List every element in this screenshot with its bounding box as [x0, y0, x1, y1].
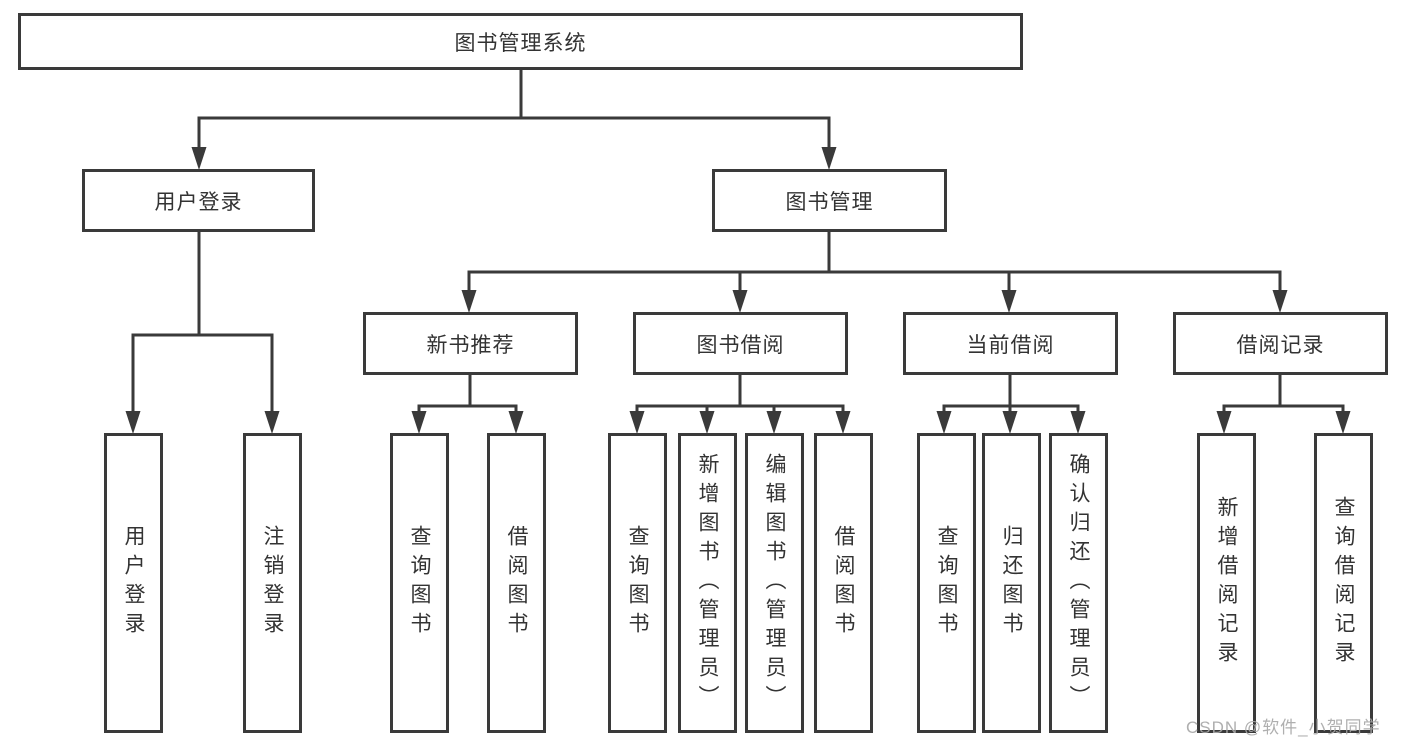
leaf-borrow-books-borrow-label: 借阅图书	[832, 525, 855, 641]
leaf-query-books-borrow: 查询图书	[608, 433, 667, 733]
leaf-user-login: 用户登录	[104, 433, 163, 733]
leaf-confirm-return-admin-label: 确认归还（管理员）	[1067, 452, 1090, 714]
node-current-borrow: 当前借阅	[903, 312, 1118, 375]
leaf-logout-login: 注销登录	[243, 433, 302, 733]
node-borrow-records-label: 借阅记录	[1236, 333, 1325, 357]
node-root: 图书管理系统	[18, 13, 1023, 70]
branch-borrow-records	[1216, 375, 1351, 434]
node-user-login: 用户登录	[82, 169, 315, 232]
leaf-borrow-books-borrow: 借阅图书	[814, 433, 873, 733]
leaf-query-borrow-record: 查询借阅记录	[1314, 433, 1373, 733]
leaf-return-books-label: 归还图书	[1000, 525, 1023, 641]
branch-root	[191, 70, 837, 170]
leaf-query-books-borrow-label: 查询图书	[626, 525, 649, 641]
leaf-return-books: 归还图书	[982, 433, 1041, 733]
node-book-management-label: 图书管理	[785, 190, 874, 214]
leaf-query-books-current-label: 查询图书	[935, 525, 958, 641]
leaf-add-book-admin: 新增图书（管理员）	[678, 433, 737, 733]
node-current-borrow-label: 当前借阅	[966, 333, 1055, 357]
node-book-management: 图书管理	[712, 169, 947, 232]
leaf-add-borrow-record-label: 新增借阅记录	[1215, 496, 1238, 670]
leaf-query-books-recommend-label: 查询图书	[408, 525, 431, 641]
leaf-borrow-books-recommend: 借阅图书	[487, 433, 546, 733]
leaf-query-borrow-record-label: 查询借阅记录	[1332, 496, 1355, 670]
leaf-edit-book-admin-label: 编辑图书（管理员）	[763, 452, 786, 714]
node-root-label: 图书管理系统	[454, 31, 587, 55]
leaf-user-login-label: 用户登录	[122, 525, 145, 641]
node-new-book-recommend-label: 新书推荐	[426, 333, 515, 357]
node-user-login-label: 用户登录	[154, 190, 243, 214]
leaf-query-books-current: 查询图书	[917, 433, 976, 733]
leaf-confirm-return-admin: 确认归还（管理员）	[1049, 433, 1108, 733]
leaf-query-books-recommend: 查询图书	[390, 433, 449, 733]
leaf-borrow-books-recommend-label: 借阅图书	[505, 525, 528, 641]
branch-book-management	[461, 232, 1288, 313]
branch-book-borrow	[629, 375, 851, 434]
branch-current-borrow	[936, 375, 1086, 434]
node-book-borrow: 图书借阅	[633, 312, 848, 375]
leaf-edit-book-admin: 编辑图书（管理员）	[745, 433, 804, 733]
leaf-add-book-admin-label: 新增图书（管理员）	[696, 452, 719, 714]
branch-user-login	[125, 232, 280, 434]
leaf-add-borrow-record: 新增借阅记录	[1197, 433, 1256, 733]
node-book-borrow-label: 图书借阅	[696, 333, 785, 357]
csdn-watermark: CSDN @软件_小贺同学	[1186, 718, 1381, 737]
leaf-logout-login-label: 注销登录	[261, 525, 284, 641]
node-new-book-recommend: 新书推荐	[363, 312, 578, 375]
node-borrow-records: 借阅记录	[1173, 312, 1388, 375]
branch-new-book-recommend	[411, 375, 524, 434]
